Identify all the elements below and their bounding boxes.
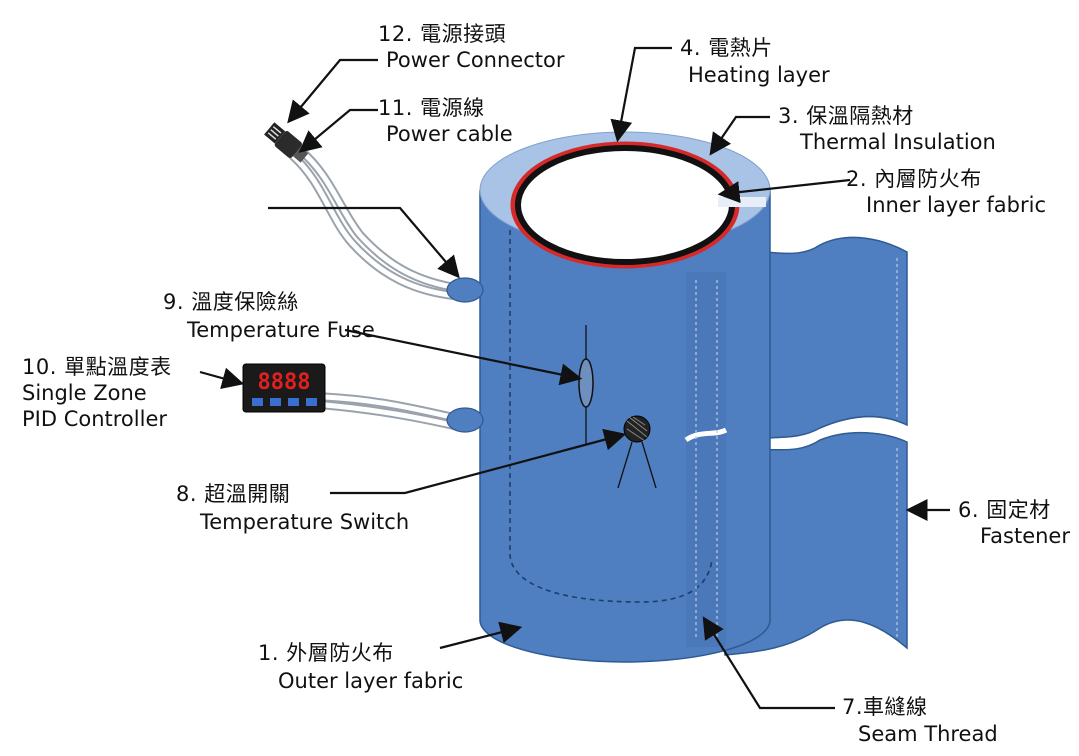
temperature-switch-zh: 8. 超溫開關 bbox=[176, 482, 291, 506]
pid-controller-device: 8888 bbox=[242, 363, 326, 413]
controller-display: 8888 bbox=[258, 370, 311, 395]
pid-controller-en: Single Zone bbox=[22, 381, 147, 405]
inner-layer-fabric-zh: 2. 內層防火布 bbox=[846, 167, 982, 191]
power-connector-en: Power Connector bbox=[386, 48, 565, 72]
inner-layer-fabric-en: Inner layer fabric bbox=[866, 193, 1047, 217]
outer-layer-fabric-en: Outer layer fabric bbox=[278, 669, 464, 693]
fastener-zh: 6. 固定材 bbox=[958, 498, 1051, 522]
outer-layer-fabric-zh: 1. 外層防火布 bbox=[258, 641, 394, 665]
thermal-insulation-zh: 3. 保溫隔熱材 bbox=[778, 104, 914, 128]
temperature-fuse-en: Temperature Fuse bbox=[187, 318, 375, 342]
power-cable bbox=[288, 145, 463, 301]
leader-lines bbox=[199, 46, 950, 710]
seam-thread-zh: 7.車縫線 bbox=[842, 695, 928, 719]
power-cable-en: Power cable bbox=[386, 122, 513, 146]
thermal-insulation-en: Thermal Insulation bbox=[800, 130, 996, 154]
seam-thread-en: Seam Thread bbox=[858, 722, 998, 746]
heating-layer-zh: 4. 電熱片 bbox=[680, 36, 773, 60]
power-cable-zh: 11. 電源線 bbox=[378, 96, 485, 120]
fastener-en: Fastener bbox=[980, 524, 1070, 548]
controller-cable bbox=[324, 392, 457, 431]
cable-grommets bbox=[446, 277, 484, 433]
temperature-switch-device bbox=[617, 415, 657, 489]
pid-controller-en2: PID Controller bbox=[22, 407, 168, 431]
temperature-fuse-zh: 9. 溫度保險絲 bbox=[163, 290, 299, 314]
pid-controller-zh: 10. 單點溫度表 bbox=[22, 355, 172, 379]
power-connector-plug bbox=[264, 122, 309, 163]
jacket-body bbox=[479, 131, 771, 663]
power-connector-zh: 12. 電源接頭 bbox=[378, 22, 507, 46]
heating-layer-en: Heating layer bbox=[688, 63, 830, 87]
temperature-switch-en: Temperature Switch bbox=[200, 510, 410, 534]
